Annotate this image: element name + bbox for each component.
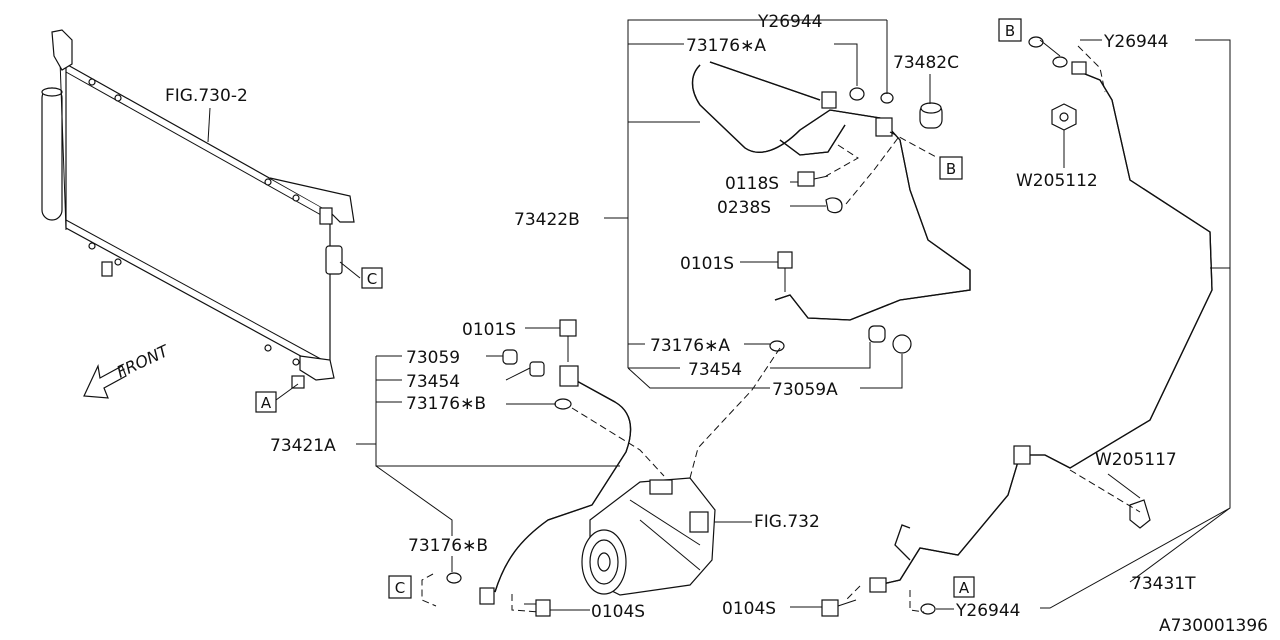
- svg-text:A: A: [959, 579, 970, 597]
- clip-icon: [825, 197, 843, 214]
- label-0101s-lower: 0101S: [462, 320, 516, 340]
- o-ring-icon: [1028, 36, 1044, 48]
- o-ring-icon: [849, 87, 865, 101]
- svg-text:C: C: [367, 270, 377, 288]
- label-73422b: 73422B: [514, 210, 580, 230]
- o-ring-icon: [892, 334, 912, 354]
- callout-b-top-right: B: [998, 18, 1022, 42]
- label-y26944-right: Y26944: [1103, 32, 1168, 52]
- diagram-id: A730001396: [1159, 616, 1268, 636]
- condenser-icon: [41, 29, 355, 389]
- label-73059a: 73059A: [772, 380, 838, 400]
- label-0104s-left: 0104S: [591, 602, 645, 622]
- callout-b-mid: B: [939, 156, 963, 180]
- label-73454-left: 73454: [406, 372, 460, 392]
- label-fig732: FIG.732: [754, 512, 820, 532]
- label-73176b-bottom: 73176∗B: [408, 536, 488, 556]
- pipe-73431t: [869, 61, 1213, 593]
- label-w205112: W205112: [1016, 171, 1098, 191]
- label-y26944-top: Y26944: [757, 12, 822, 32]
- svg-text:B: B: [946, 160, 956, 178]
- cap-icon: [919, 102, 943, 129]
- dashed-leaders: [421, 45, 1141, 613]
- label-fig730-2: FIG.730-2: [165, 86, 248, 106]
- label-73059: 73059: [406, 348, 460, 368]
- bolt-icon: [821, 599, 857, 617]
- hose-73421a: [479, 365, 632, 605]
- bracket-icon: [1129, 499, 1151, 529]
- o-ring-icon: [769, 340, 785, 352]
- bolt-icon: [524, 599, 551, 617]
- callout-c-right: C: [361, 267, 383, 289]
- label-73431t: 73431T: [1131, 574, 1196, 594]
- svg-text:B: B: [1005, 22, 1015, 40]
- label-y26944-bottom: Y26944: [955, 601, 1020, 621]
- label-0101s-upper: 0101S: [680, 254, 734, 274]
- compressor-icon: [581, 477, 716, 596]
- label-73482c: 73482C: [893, 53, 959, 73]
- front-arrow-icon: [83, 363, 127, 399]
- cap-icon: [502, 349, 518, 365]
- label-73176b-left: 73176∗B: [406, 394, 486, 414]
- label-w205117: W205117: [1095, 450, 1177, 470]
- cap-icon: [868, 325, 886, 343]
- label-73454-right: 73454: [688, 360, 742, 380]
- cap-icon: [529, 361, 545, 377]
- callout-c-left: C: [388, 575, 412, 599]
- leader-lines: [275, 19, 1231, 611]
- bolt-icon: [797, 171, 829, 187]
- callout-a-left: A: [255, 391, 277, 413]
- svg-text:A: A: [261, 394, 272, 412]
- label-0104s-right: 0104S: [722, 599, 776, 619]
- label-73176a-mid: 73176∗A: [650, 336, 730, 356]
- o-ring-icon: [920, 603, 936, 615]
- bolt-icon: [559, 319, 577, 362]
- hose-73422b: [691, 61, 971, 321]
- callout-a-bottom: A: [953, 576, 975, 598]
- svg-text:C: C: [395, 579, 405, 597]
- label-73421a: 73421A: [270, 436, 336, 456]
- o-ring-icon: [446, 572, 462, 584]
- front-label: FRONT: [114, 341, 173, 382]
- nut-icon: [1051, 103, 1077, 131]
- label-0118s: 0118S: [725, 174, 779, 194]
- o-ring-icon: [1052, 56, 1068, 68]
- label-73176a-top: 73176∗A: [686, 36, 766, 56]
- label-0238s: 0238S: [717, 198, 771, 218]
- bolt-icon: [777, 251, 793, 292]
- o-ring-icon: [554, 398, 572, 410]
- o-ring-icon: [880, 92, 894, 104]
